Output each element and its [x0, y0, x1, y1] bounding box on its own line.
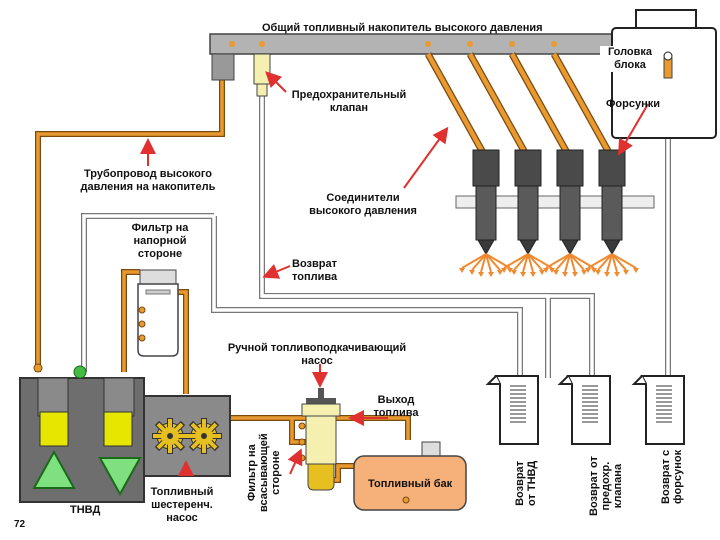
spray-icon	[501, 253, 555, 277]
fuel-tank	[353, 441, 467, 511]
spray-icon	[459, 253, 513, 277]
hp-pump-label: ТНВД	[70, 504, 101, 516]
measuring-cup-icon	[631, 375, 685, 445]
injector	[459, 149, 513, 277]
connectors-label: Соединители высокого давления	[309, 192, 417, 217]
measuring-cup-icon	[485, 375, 539, 445]
tank-label: Топливный бак	[368, 478, 453, 490]
injector	[501, 149, 555, 277]
pressure-filter-label: Фильтр на напорной стороне	[131, 222, 189, 260]
rail-label: Общий топливный накопитель высокого давл…	[262, 22, 543, 34]
pressure-filter	[137, 269, 179, 357]
hand-pump-label: Ручной топливоподкачивающий насос	[227, 342, 407, 367]
page-number: 72	[14, 519, 26, 530]
fuel-lines	[35, 54, 411, 483]
return-hp-pump-label: Возврат от ТНВД	[514, 460, 538, 506]
injectors-label: Форсунки	[606, 98, 660, 110]
return-injectors-label: Возврат с форсунок	[660, 449, 684, 504]
measuring-cup-icon	[557, 375, 611, 445]
suction-filter-label: Фильтр на всасывающей стороне	[246, 433, 282, 512]
fuel-return-label: Возврат топлива	[292, 258, 338, 283]
down-triangle-icon	[98, 457, 142, 497]
spray-icon	[543, 253, 597, 277]
relief-valve-label: Предохранительный клапан	[291, 89, 407, 114]
gear-pump-label: Топливный шестеренч. насос	[150, 486, 214, 524]
spray-icon	[585, 253, 639, 277]
rail-sensor	[211, 53, 235, 81]
injector	[543, 149, 597, 277]
injector	[585, 149, 639, 277]
return-valve-label: Возврат от предохр. клапана	[588, 456, 624, 516]
return-lines	[81, 72, 671, 378]
fuel-outlet-label: Выход топлива	[373, 394, 419, 419]
relief-valve	[253, 53, 271, 85]
annotation-arrows	[140, 71, 649, 476]
cylinder-head	[611, 9, 717, 139]
common-rail	[209, 33, 665, 55]
hp-pump	[19, 363, 145, 503]
head-label: Головка блока	[600, 46, 660, 72]
hp-pipe-label: Трубопровод высокого давления на накопит…	[80, 168, 216, 193]
up-triangle-icon	[32, 449, 76, 489]
